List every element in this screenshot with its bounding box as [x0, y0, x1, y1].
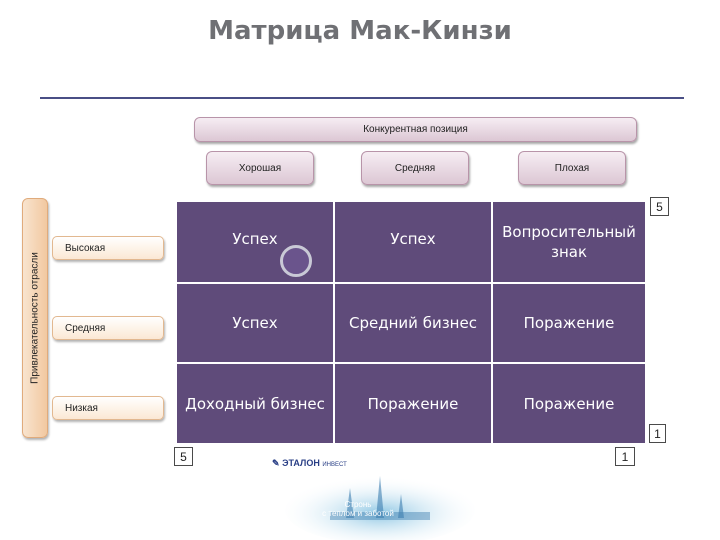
scale-mark-bottom-center: 1: [615, 447, 635, 466]
industry-attractiveness-bar: [22, 198, 48, 438]
logo-icon: ✎: [272, 458, 280, 468]
matrix-cell: Поражение: [523, 394, 615, 413]
industry-attractiveness-label: Привлекательность отрасли: [29, 252, 41, 384]
matrix-divider: [491, 202, 493, 443]
matrix-cell: Успех: [232, 314, 278, 332]
row-header-label: Высокая: [65, 242, 106, 254]
row-header-low: Низкая: [52, 396, 164, 420]
column-header-label: Средняя: [394, 162, 436, 174]
watermark-line: Стронь: [344, 500, 372, 509]
column-header-label: Плохая: [554, 162, 590, 174]
column-header-good: Хорошая: [206, 151, 314, 185]
column-header-bad: Плохая: [518, 151, 626, 185]
scale-mark-top-right: 5: [650, 197, 669, 216]
row-header-high: Высокая: [52, 236, 164, 260]
title-divider: [40, 97, 684, 99]
scale-mark-bottom-left: 5: [174, 447, 193, 466]
matrix-cell: Успех: [232, 230, 278, 248]
logo-brand: ЭТАЛОН: [282, 458, 320, 468]
row-header-label: Средняя: [65, 322, 106, 334]
matrix-cell: Доходный бизнес: [185, 394, 325, 413]
page-title: Матрица Мак-Кинзи: [208, 16, 512, 46]
watermark-line: с теплом и заботой: [322, 509, 394, 518]
competitive-position-label: Конкурентная позиция: [363, 124, 468, 135]
row-header-medium: Средняя: [52, 316, 164, 340]
watermark-caption: Стронь с теплом и заботой: [318, 500, 398, 518]
matrix-divider: [333, 202, 335, 443]
matrix-cell: Поражение: [523, 314, 615, 332]
logo-suffix: ИНВЕСТ: [322, 462, 347, 468]
competitive-position-header: Конкурентная позиция: [194, 117, 637, 142]
matrix-cell: Вопросительный знак: [502, 223, 636, 261]
matrix-cell: Поражение: [367, 394, 459, 413]
row-header-label: Низкая: [65, 402, 98, 414]
matrix-divider: [177, 362, 645, 364]
matrix-cell: Средний бизнес: [349, 314, 477, 332]
scale-mark-bottom-right: 1: [649, 424, 666, 443]
mckinsey-matrix: Успех Успех Вопросительный знак Успех Ср…: [177, 202, 645, 443]
column-header-medium: Средняя: [361, 151, 469, 185]
matrix-divider: [177, 282, 645, 284]
position-marker-circle: [280, 245, 312, 277]
city-watermark-image: [285, 476, 475, 540]
matrix-cell: Успех: [390, 230, 436, 248]
column-header-label: Хорошая: [238, 162, 282, 174]
company-logo: ✎ ЭТАЛОН ИНВЕСТ: [272, 458, 347, 469]
